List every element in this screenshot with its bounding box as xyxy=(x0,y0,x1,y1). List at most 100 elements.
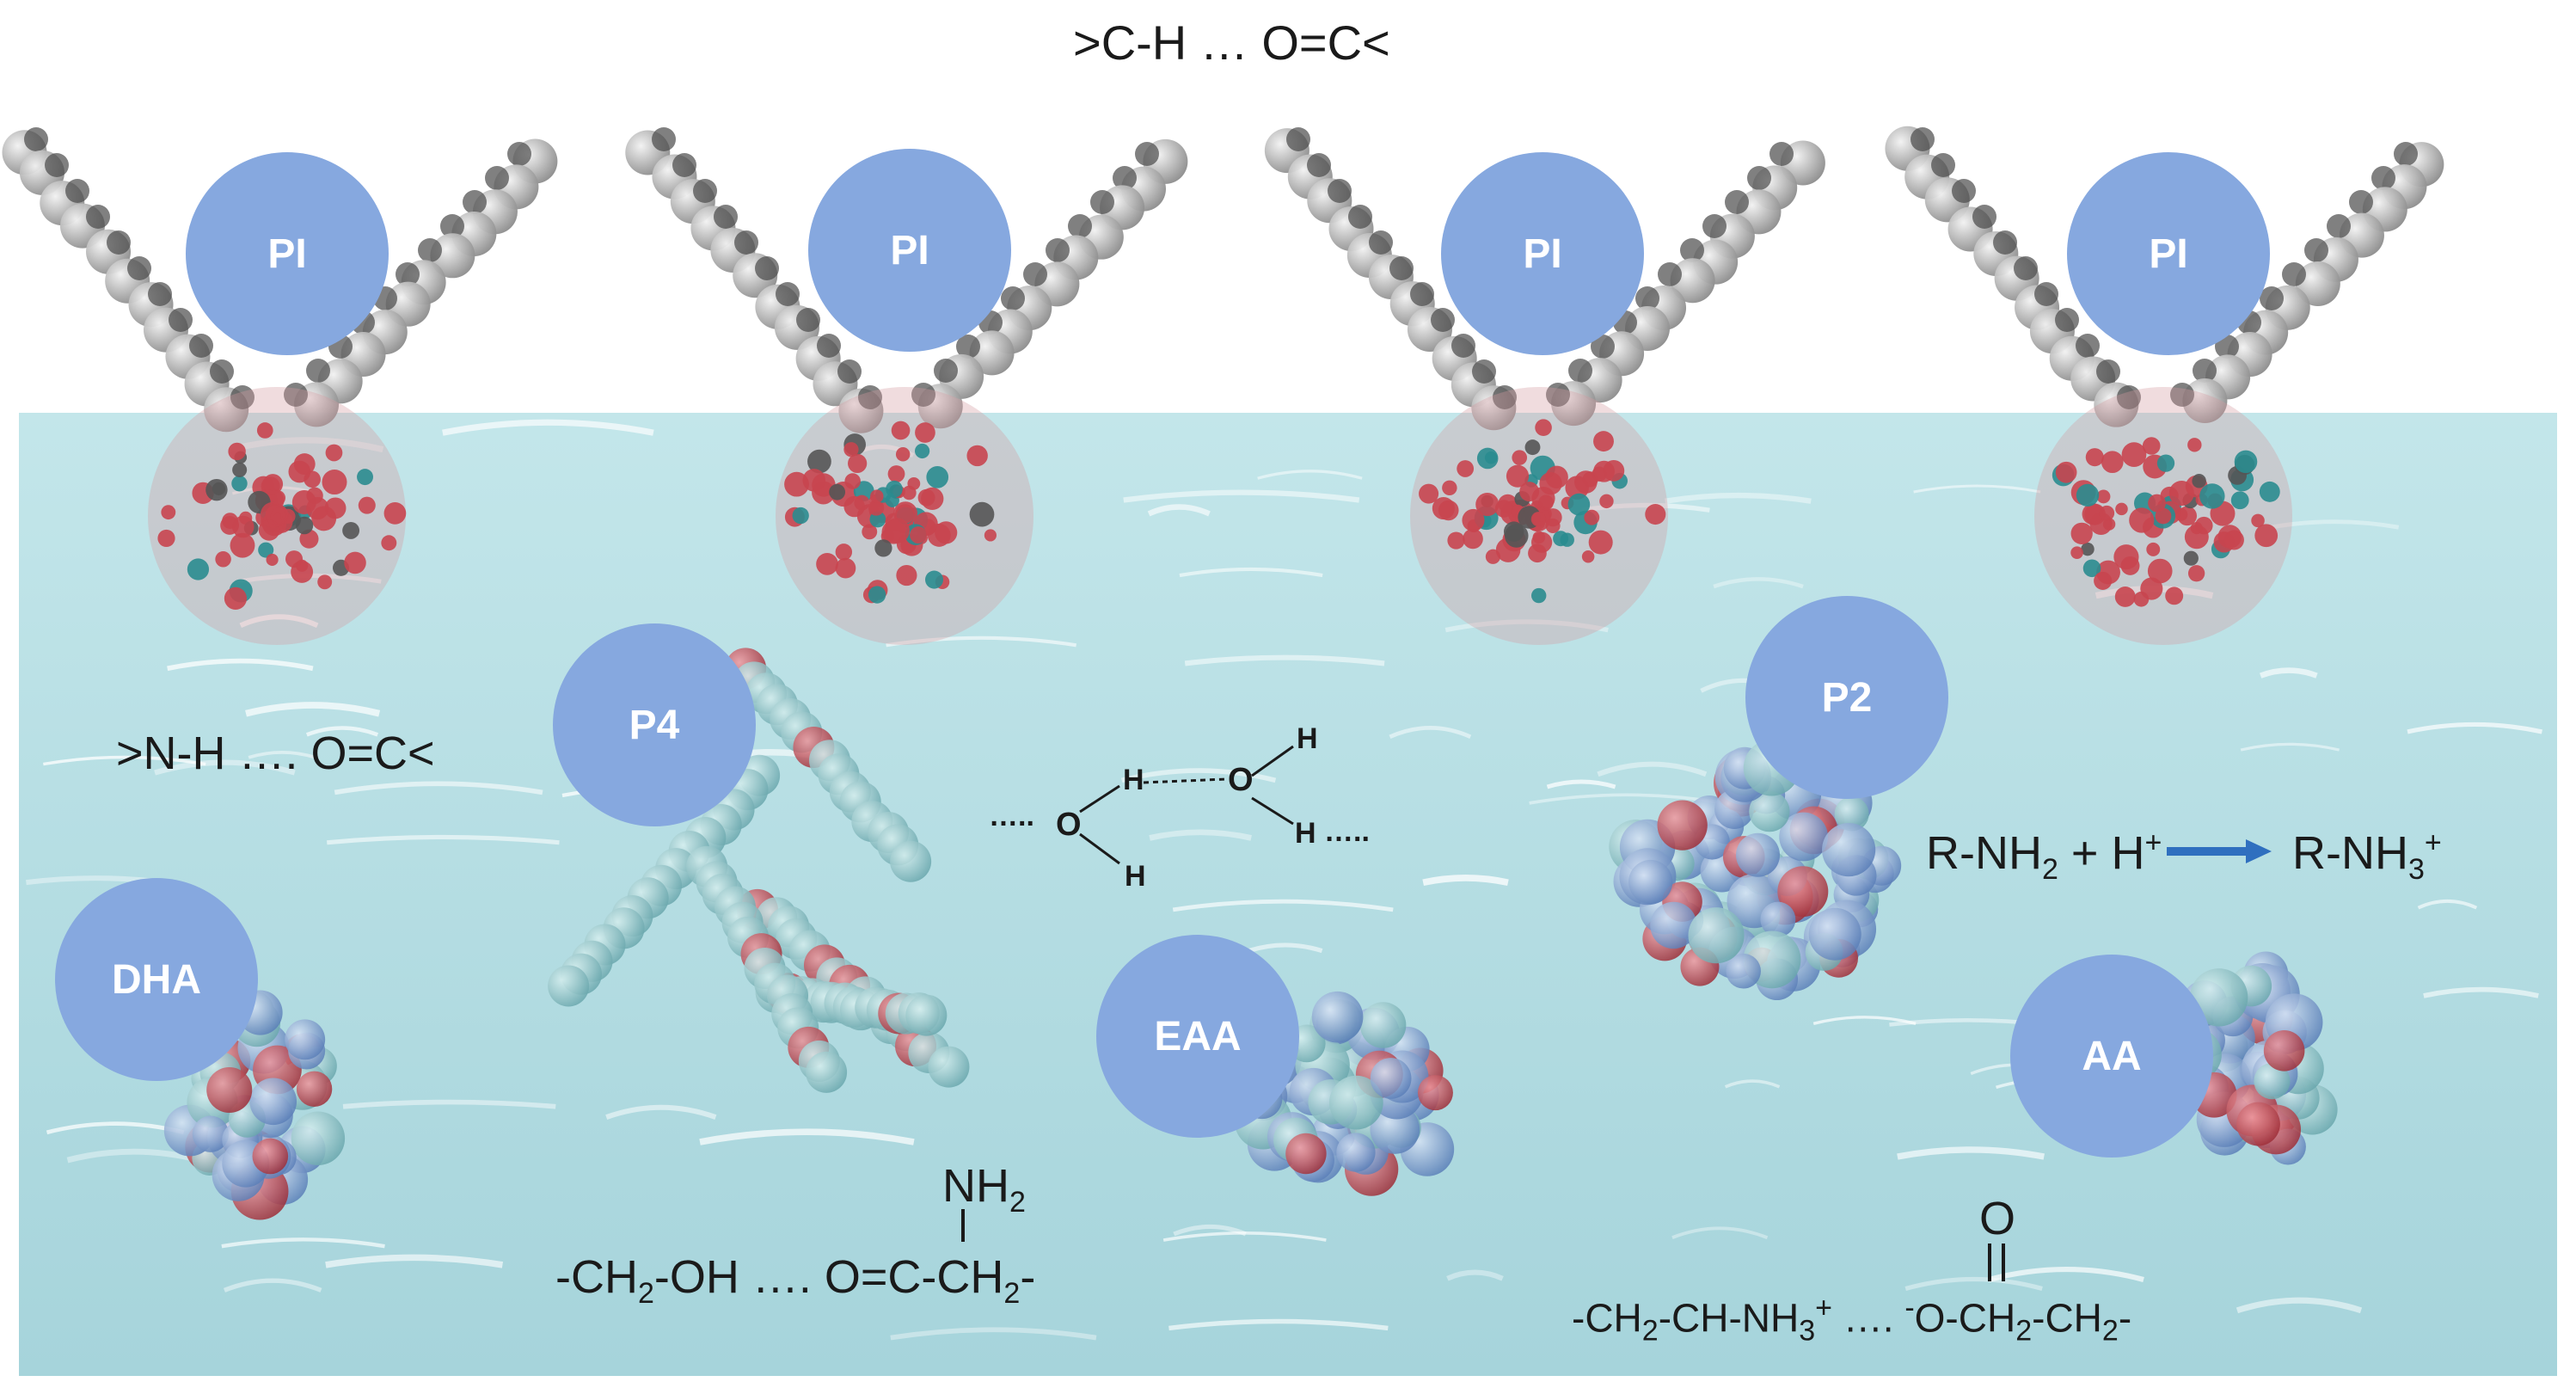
headgroup-atom xyxy=(1531,587,1547,604)
carbon-atom xyxy=(1493,385,1517,409)
headgroup-atom xyxy=(222,513,238,529)
carbon-atom xyxy=(1747,166,1771,190)
water-ripple xyxy=(43,755,206,766)
headgroup-atom xyxy=(2174,507,2188,521)
headgroup-atom xyxy=(868,586,886,604)
carbon-atom xyxy=(1328,179,1352,203)
water-ripple xyxy=(334,781,543,795)
carbon-atom xyxy=(693,179,717,203)
water-ripple xyxy=(305,726,379,737)
p2-circle: P2 xyxy=(1745,596,1948,799)
protonation-reactants: R-NH2 + H+ xyxy=(1926,826,2162,886)
water-ripples xyxy=(26,419,2542,1341)
headgroup-atom xyxy=(157,529,175,548)
carbon-atom xyxy=(1307,153,1331,177)
headgroup-atom xyxy=(1567,493,1591,516)
headgroup-atom xyxy=(874,539,892,557)
water-hydrogen-1: H xyxy=(1123,764,1144,796)
headgroup-atom xyxy=(293,453,316,476)
carbonyl-double-bond-2 xyxy=(2002,1244,2005,1281)
headgroup-atom xyxy=(984,529,997,542)
carbon-atom xyxy=(2394,142,2418,166)
carbon-atom xyxy=(2170,383,2194,407)
headgroup-atom xyxy=(966,445,988,467)
water-oxygen-2: O xyxy=(1228,762,1254,798)
water-ripple xyxy=(223,1278,322,1293)
carbon-atom xyxy=(1952,179,1976,203)
carbon-atom xyxy=(45,153,69,177)
oh-bond xyxy=(1079,832,1120,865)
pi-circle-4: PI xyxy=(2067,152,2270,355)
headgroup-atom xyxy=(969,501,995,527)
peptide-atom xyxy=(1336,1133,1376,1172)
headgroup-atom xyxy=(896,564,917,586)
headgroup-atom xyxy=(807,449,831,474)
headgroup-atom xyxy=(2147,558,2173,584)
water-ripple xyxy=(2270,519,2400,530)
peptide-atom xyxy=(2254,1062,2291,1100)
protonation-product: R-NH3+ xyxy=(2292,826,2442,886)
headgroup-atom xyxy=(357,469,373,486)
water-ripple xyxy=(1248,943,1323,954)
peptide-atom xyxy=(1822,823,1876,877)
nh-oc-interaction-label: >N-H …. O=C< xyxy=(116,728,435,779)
peptide-atom xyxy=(1628,859,1673,905)
carbon-atom xyxy=(1972,205,1996,229)
carbon-atom xyxy=(1635,286,1659,310)
carbon-atom xyxy=(714,205,738,229)
water-ripple xyxy=(66,1148,201,1164)
oh-bond xyxy=(1251,745,1294,777)
headgroup-atom xyxy=(2055,461,2077,483)
headgroup-atom xyxy=(1503,521,1524,542)
p2-molecule xyxy=(1609,740,1902,1001)
water-ripple xyxy=(1149,829,1252,841)
headgroup-atom xyxy=(270,490,286,506)
carbon-atom xyxy=(430,233,475,279)
headgroup-atom xyxy=(891,421,911,440)
carbon-atom xyxy=(507,142,531,166)
water-ripple xyxy=(1581,502,1710,513)
water-ripple xyxy=(1184,654,1385,666)
water-ripple xyxy=(2423,986,2539,998)
headgroup-atom xyxy=(270,507,288,525)
headgroup-atom xyxy=(262,474,284,494)
pi-circle-1: PI xyxy=(186,152,389,355)
headgroup-atom xyxy=(2234,450,2258,474)
carbon-atom xyxy=(1670,258,1715,304)
water-ripple xyxy=(1671,1226,1769,1239)
headgroup-atom xyxy=(1442,480,1457,496)
headgroup-atom xyxy=(1532,531,1546,544)
water-ripple xyxy=(167,658,314,672)
carbon-atom xyxy=(1431,308,1455,332)
headgroup-atom xyxy=(792,507,809,525)
peptide-atom xyxy=(1328,1075,1383,1130)
carbon-atom xyxy=(24,127,48,151)
carbon-atom xyxy=(2371,166,2395,190)
headgroup-atom xyxy=(322,470,347,495)
carbon-atom xyxy=(2349,190,2373,214)
peptide-atom xyxy=(1650,901,1697,949)
carbon-atom xyxy=(1410,282,1434,306)
headgroup-atom xyxy=(2183,550,2199,566)
carbon-atom xyxy=(2304,238,2328,262)
headgroup-atom xyxy=(2259,481,2280,502)
carbon-atom xyxy=(956,335,980,359)
headgroup-atom xyxy=(2223,530,2244,550)
carbon-atom xyxy=(230,385,255,409)
carbon-atom xyxy=(189,334,213,358)
headgroup-atom xyxy=(895,504,915,524)
eaa-molecule xyxy=(1234,991,1455,1196)
headgroup-atom xyxy=(1530,512,1546,527)
reaction-arrow-icon xyxy=(2167,839,2272,863)
p4-circle: P4 xyxy=(553,623,756,826)
carbon-atom xyxy=(858,385,882,409)
headgroup-atom xyxy=(2199,483,2225,509)
peptide-atom xyxy=(1779,812,1828,862)
p4-atom xyxy=(928,1046,970,1088)
peptide-atom xyxy=(1760,901,1796,937)
headgroup-atom xyxy=(816,553,838,575)
peptide-atom xyxy=(296,1071,333,1107)
carbon-atom xyxy=(1090,190,1114,214)
headgroup-atom xyxy=(344,551,366,574)
